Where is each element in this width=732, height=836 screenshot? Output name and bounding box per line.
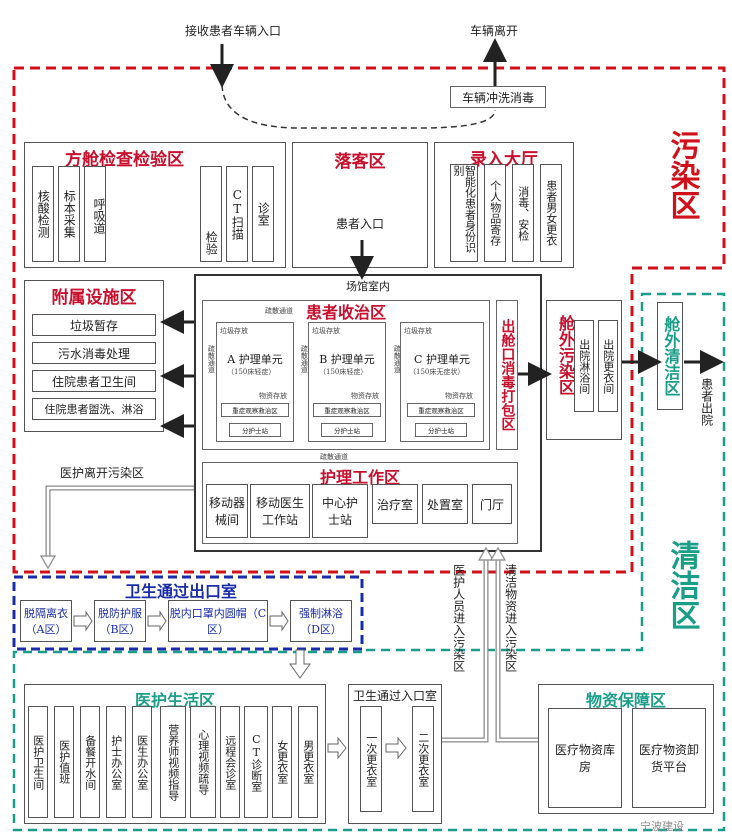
- outside-polluted-title: 舱外污染区: [556, 315, 575, 395]
- vehicle-exit-label: 车辆离开: [470, 24, 519, 38]
- inspection-title: 方舱检查检验区: [65, 150, 184, 170]
- discharge-shower: 出院淋浴间: [574, 320, 594, 412]
- unit-a-icu: 重症观察救治区: [221, 403, 289, 417]
- nursing-vestibule: 门厅: [472, 484, 512, 524]
- discharge-changing: 出院更衣间: [598, 320, 618, 412]
- hygiene-step-a: 脱隔离衣（A区）: [20, 600, 72, 642]
- arrow-staff-leave: [45, 485, 194, 556]
- unit-c-name: C 护理单元: [414, 353, 470, 366]
- nursing-equipment-room: 移动器械间: [206, 484, 248, 538]
- facility-toilet: 住院患者卫生间: [32, 370, 156, 392]
- patient-entrance-label: 患者入口: [335, 217, 384, 231]
- unit-a-station: 分护士站: [229, 423, 281, 437]
- patient-discharge-label: 患者出院: [699, 378, 714, 426]
- hygiene-step-b: 脱防护服（B区）: [94, 600, 146, 642]
- unit-a-trash: 垃圾存放: [220, 327, 248, 335]
- exit-pack-area: 出舱口消毒打包区: [496, 300, 518, 450]
- living-item-6: 心理视频疏导: [190, 706, 216, 818]
- lobby-item-changing: 患者男女更衣: [540, 164, 562, 262]
- dropoff-title: 落客区: [334, 152, 386, 172]
- staff-leave-label: 医护离开污染区: [60, 466, 145, 480]
- living-item-9: 女更衣室: [272, 706, 292, 818]
- hygiene-step-c: 脱内口罩内圆帽（C区）: [168, 600, 268, 642]
- living-title: 医护生活区: [134, 691, 215, 710]
- living-item-3: 护士办公室: [106, 706, 126, 818]
- inspection-item-clinic: 诊室: [252, 166, 274, 262]
- living-item-0: 医护卫生间: [28, 706, 48, 818]
- supply-warehouse: 医疗物资库房: [548, 708, 622, 808]
- hygiene-step-d: 强制淋浴（D区）: [290, 600, 352, 642]
- dropoff-area: 落客区 患者入口: [292, 142, 428, 268]
- outside-clean-area: 舱外清洁区: [657, 302, 683, 410]
- facility-sewage: 污水消毒处理: [32, 342, 156, 364]
- living-item-10: 男更衣室: [298, 706, 318, 818]
- supply-title: 物资保障区: [585, 691, 666, 710]
- unit-c-supply: 物资存放: [445, 392, 473, 400]
- unit-b-trash: 垃圾存放: [312, 327, 340, 335]
- vehicle-entry-label: 接收患者车辆入口: [185, 24, 282, 38]
- nursing-treatment-room: 治疗室: [372, 484, 418, 524]
- inspection-item-respiratory: 呼吸道: [84, 166, 106, 262]
- staff-enter-label: 医护人员进入污染区: [451, 564, 466, 672]
- inspection-item-nucleic-test: 核酸检测: [32, 166, 54, 262]
- admit-corridor-left: 疏散通道: [207, 345, 216, 373]
- unit-a-beds: （150床轻症）: [227, 368, 276, 376]
- unit-a: 垃圾存放 A 护理单元 （150床轻症） 物资存放 重症观察救治区 分护士站: [216, 322, 294, 442]
- clean-zone-label: 清洁区: [664, 540, 700, 630]
- unit-c-station: 分护士站: [415, 423, 467, 437]
- hygiene-exit-title: 卫生通过出口室: [124, 582, 237, 601]
- hygiene-entry-title: 卫生通过入口室: [352, 689, 437, 703]
- nursing-title: 护理工作区: [319, 468, 400, 487]
- unit-a-name: A 护理单元: [227, 353, 283, 366]
- venue-label: 场馆室内: [346, 280, 390, 293]
- unit-c: 垃圾存放 C 护理单元 （150床无症状） 物资存放 重症观察救治区 分护士站: [400, 322, 484, 442]
- unit-b-name: B 护理单元: [319, 353, 375, 366]
- first-changing-room: 一次更衣室: [360, 706, 382, 812]
- living-item-5: 营养师视频指导: [160, 706, 186, 818]
- nursing-disposal-room: 处置室: [422, 484, 468, 524]
- lobby-item-storage: 个人物品寄存: [484, 164, 506, 262]
- living-item-8: CT诊断室: [244, 706, 268, 818]
- inspection-item-lab: 检验: [200, 166, 222, 262]
- watermark: 宁波建设: [640, 820, 684, 833]
- facilities-title: 附属设施区: [51, 288, 137, 308]
- living-item-4: 医生办公室: [132, 706, 152, 818]
- nursing-doctor-station: 移动医生工作站: [250, 484, 310, 538]
- unit-b-icu: 重症观察救治区: [313, 403, 381, 417]
- inspection-item-ct: CT扫描: [226, 166, 248, 262]
- vehicle-wash-box: 车辆冲洗消毒: [450, 86, 546, 108]
- unit-b-station: 分护士站: [321, 423, 373, 437]
- goods-enter-label: 清洁物资进入污染区: [503, 564, 518, 672]
- nursing-corridor: 疏散通道: [320, 453, 348, 461]
- inspection-item-sample: 标本采集: [58, 166, 80, 262]
- unit-a-supply: 物资存放: [259, 392, 287, 400]
- admit-title: 患者收治区: [305, 303, 386, 322]
- admit-corridor-bc: 疏散通道: [393, 345, 402, 373]
- second-changing-room: 二次更衣室: [412, 706, 434, 812]
- unit-c-beds: （150床无症状）: [409, 368, 465, 376]
- unit-b-supply: 物资存放: [351, 392, 379, 400]
- nursing-central-station: 中心护士站: [312, 484, 368, 538]
- admit-corridor-ab: 疏散通道: [300, 345, 309, 373]
- living-item-7: 远程会诊室: [220, 706, 240, 818]
- facility-shower: 住院患者盥洗、淋浴: [32, 398, 156, 420]
- unit-b-beds: （150床轻症）: [319, 368, 368, 376]
- unit-c-trash: 垃圾存放: [404, 327, 432, 335]
- admit-corridor-top: 疏散通道: [265, 307, 293, 315]
- vehicle-wash-label: 车辆冲洗消毒: [461, 90, 534, 105]
- living-item-2: 备餐开水间: [80, 706, 100, 818]
- supply-unloading: 医疗物资卸货平台: [632, 708, 706, 808]
- lobby-item-security: 消毒、安检: [512, 164, 534, 262]
- living-item-1: 医护值班: [54, 706, 74, 818]
- polluted-zone-label: 污染区: [664, 130, 700, 220]
- lobby-item-id: 智能化患者身份识别: [450, 164, 478, 262]
- facility-garbage: 垃圾暂存: [32, 314, 156, 336]
- unit-b: 垃圾存放 B 护理单元 （150床轻症） 物资存放 重症观察救治区 分护士站: [308, 322, 386, 442]
- unit-c-icu: 重症观察救治区: [407, 403, 475, 417]
